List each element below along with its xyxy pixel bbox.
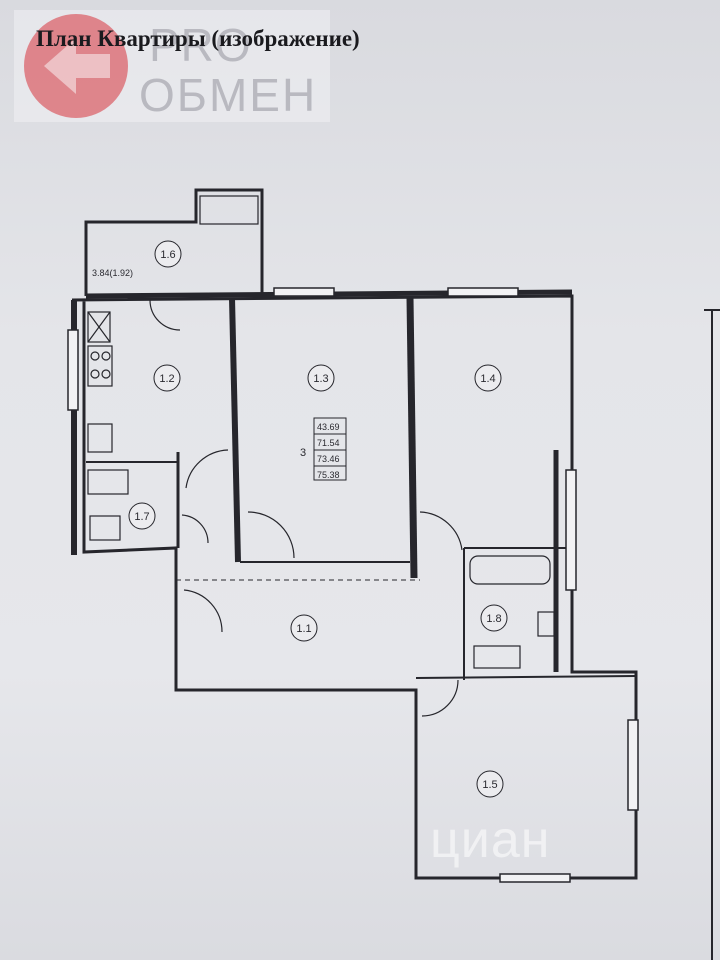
- wall-13-14: [406, 297, 418, 579]
- window-14: [447, 287, 519, 297]
- door-13: [247, 511, 295, 559]
- wall-12-13: [229, 297, 241, 563]
- window-14-right: [565, 469, 577, 591]
- door-17: [181, 514, 209, 544]
- area-total: 71.54: [317, 438, 340, 448]
- washbasin-icon: [87, 469, 129, 495]
- bath-sink-icon: [473, 645, 521, 669]
- toilet-icon: [89, 515, 121, 541]
- pro-obmen-logo: PRO ОБМЕН: [14, 10, 330, 122]
- area-box: [313, 417, 347, 481]
- wall-18-top: [415, 675, 637, 679]
- room-label-17: 1.7: [134, 511, 149, 523]
- stove-icon: [87, 311, 111, 343]
- door-18: [421, 679, 459, 717]
- bath-toilet-icon: [537, 611, 555, 637]
- door-entrance: [183, 589, 223, 633]
- area-total-loggia-half: 73.46: [317, 454, 340, 464]
- window-18-right: [627, 719, 639, 811]
- logo-text-pro: PRO: [149, 19, 252, 71]
- room-label-14: 1.4: [480, 373, 495, 385]
- door-14: [419, 511, 463, 551]
- bathtub-icon: [469, 555, 551, 585]
- room-label-16: 1.6: [160, 249, 175, 261]
- window-18-bottom: [499, 873, 571, 883]
- window-12: [67, 329, 79, 411]
- logo-text-obmen: ОБМЕН: [139, 69, 318, 121]
- loggia-area: 3.84(1.92): [92, 268, 133, 278]
- area-total-loggia: 75.38: [317, 470, 340, 480]
- room-label-12: 1.2: [159, 373, 174, 385]
- cian-watermark: циан: [430, 811, 551, 869]
- hob-icon: [87, 345, 113, 387]
- area-living: 43.69: [317, 422, 340, 432]
- door-12: [185, 449, 229, 489]
- loggia-wall: [84, 188, 264, 296]
- room-label-11: 1.1: [296, 623, 311, 635]
- window-13: [273, 287, 335, 297]
- page-title: План Квартиры (изображение): [36, 26, 360, 51]
- room-count: 3: [300, 447, 306, 459]
- loggia-cabinet: [199, 195, 259, 225]
- sink-icon: [87, 423, 113, 453]
- room-label-18: 1.8: [486, 613, 501, 625]
- door-loggia: [149, 299, 181, 331]
- room-label-13: 1.3: [313, 373, 328, 385]
- room-label-15: 1.5: [482, 779, 497, 791]
